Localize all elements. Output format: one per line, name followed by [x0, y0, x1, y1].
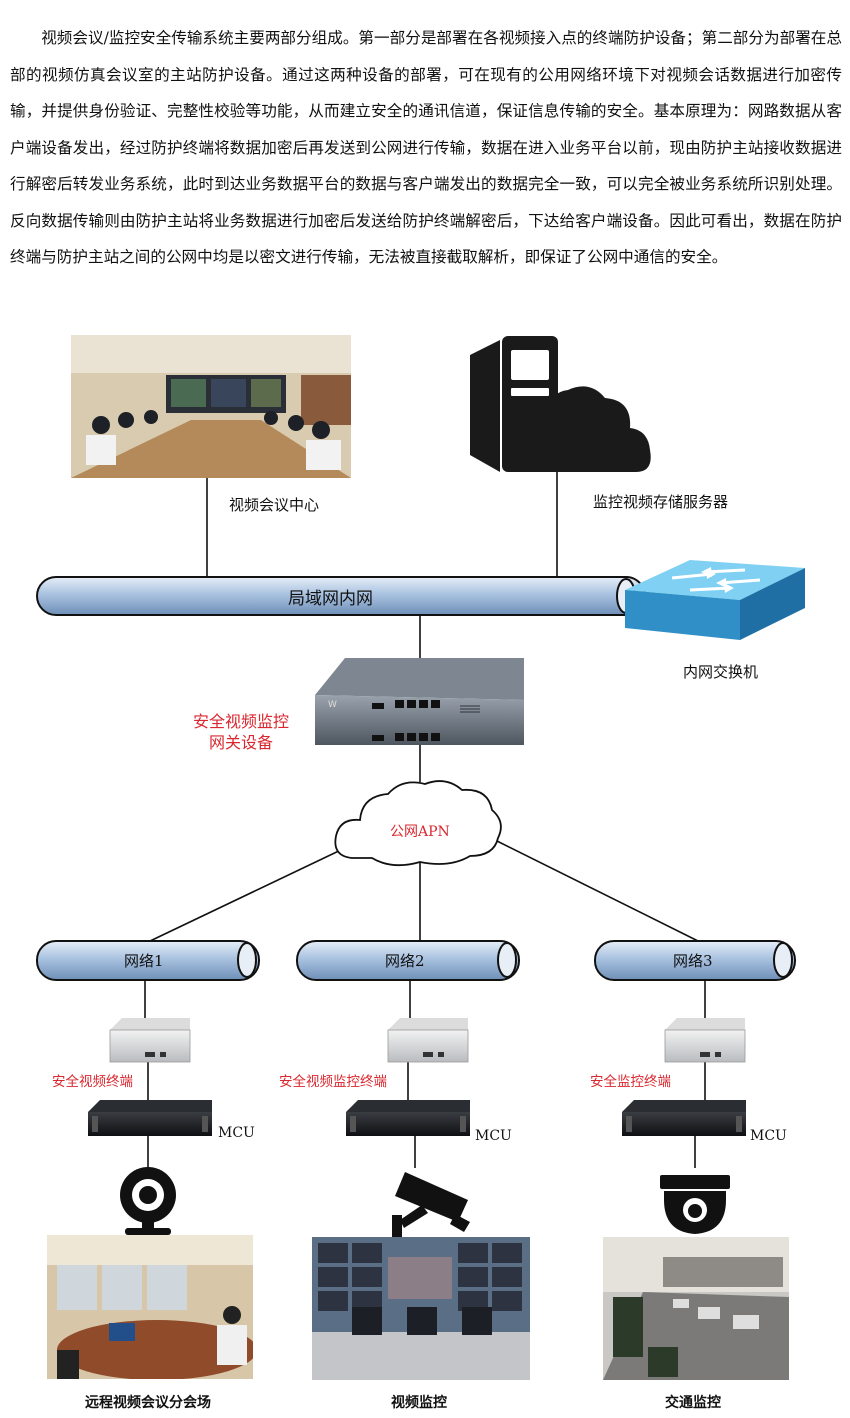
- terminal-device-1: [109, 1018, 191, 1063]
- svg-text:W: W: [328, 700, 337, 710]
- site-3-label: 交通监控: [665, 1395, 721, 1411]
- network-pipe-1: [36, 940, 260, 981]
- lan-label: 局域网内网: [288, 589, 373, 609]
- dome-camera-icon: [660, 1175, 730, 1234]
- remote-conference-photo: [47, 1235, 253, 1379]
- gateway-label-line2: 网关设备: [209, 733, 274, 752]
- site-2-label: 视频监控: [391, 1395, 447, 1411]
- mcu-device-3: [622, 1100, 746, 1136]
- switch-label: 内网交换机: [683, 663, 759, 681]
- terminal-device-3: [664, 1018, 746, 1063]
- public-network-cloud-icon: [334, 780, 502, 867]
- gateway-label-line1: 安全视频监控: [193, 712, 290, 731]
- network-2-label: 网络2: [385, 952, 425, 970]
- cctv-camera-icon: [392, 1172, 470, 1237]
- network-pipe-2: [296, 940, 520, 981]
- network-1-label: 网络1: [124, 952, 164, 970]
- cloud-label: 公网APN: [390, 824, 450, 840]
- terminal-2-label: 安全视频监控终端: [279, 1074, 387, 1090]
- webcam-icon: [120, 1167, 176, 1235]
- gateway-device-icon: W: [315, 658, 524, 745]
- mcu-device-1: [88, 1100, 212, 1136]
- connector-lines: [144, 472, 706, 1168]
- site-1-label: 远程视频会议分会场: [85, 1395, 211, 1411]
- network-pipe-3: [594, 940, 796, 981]
- mcu-1-label: MCU: [218, 1125, 255, 1141]
- network-3-label: 网络3: [673, 952, 713, 970]
- mcu-device-2: [346, 1100, 470, 1136]
- terminal-1-label: 安全视频终端: [52, 1074, 133, 1090]
- mcu-3-label: MCU: [750, 1128, 787, 1144]
- intro-paragraph: 视频会议/监控安全传输系统主要两部分组成。第一部分是部署在各视频接入点的终端防护…: [10, 29, 842, 266]
- terminal-3-label: 安全监控终端: [590, 1074, 671, 1090]
- conference-center-photo: [71, 335, 351, 478]
- terminal-device-2: [387, 1018, 469, 1063]
- video-surveillance-photo: [312, 1237, 530, 1380]
- traffic-surveillance-photo: [603, 1237, 789, 1380]
- storage-server-icon: [470, 336, 651, 472]
- storage-server-label: 监控视频存储服务器: [593, 493, 729, 511]
- network-switch-icon: [625, 560, 805, 640]
- conference-center-label: 视频会议中心: [229, 496, 320, 514]
- mcu-2-label: MCU: [475, 1128, 512, 1144]
